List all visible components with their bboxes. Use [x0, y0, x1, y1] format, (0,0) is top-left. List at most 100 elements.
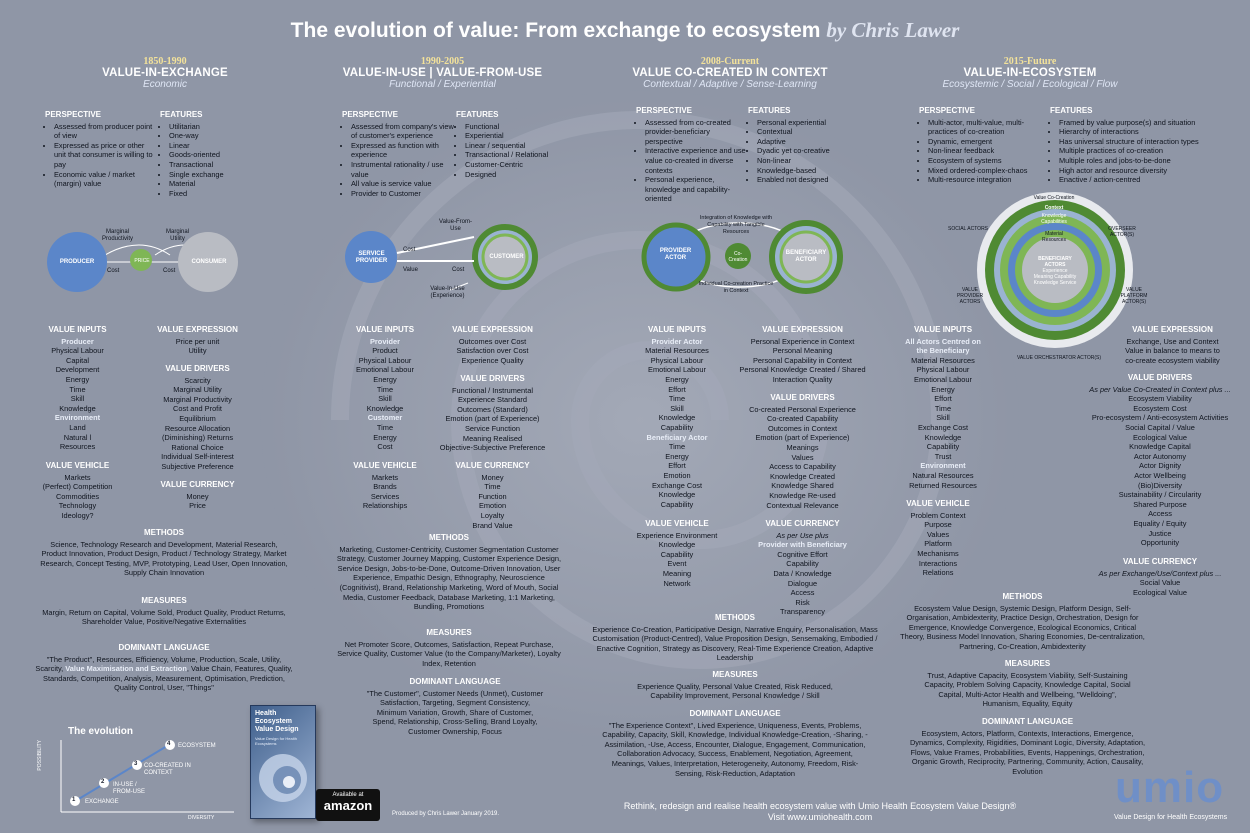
list-item: Economic value / market (margin) value — [54, 170, 155, 189]
overseer-label: OVERSEER ACTOR(S) — [1108, 226, 1136, 238]
measures-text: Margin, Return on Capital, Volume Sold, … — [42, 607, 286, 627]
list-item: Experience Quality — [461, 355, 524, 365]
producer-label: PRODUCER — [59, 259, 95, 265]
section-heading: VALUE INPUTS — [647, 325, 707, 334]
list-item: Capability — [926, 442, 960, 452]
list-item: Satisfaction over Cost — [456, 346, 529, 356]
list-item: Assessed from producer point of view — [54, 122, 155, 141]
social-actors-label: SOCIAL ACTORS — [948, 226, 989, 232]
list-item: Trust — [934, 451, 952, 461]
list-item: Mechanisms — [917, 548, 959, 558]
col3-perspective: PERSPECTIVE Assessed from co-created pro… — [636, 106, 746, 204]
customer-label: CUSTOMER — [489, 254, 524, 260]
list-item: Knowledge — [658, 413, 696, 423]
umio-logo[interactable]: umio — [1115, 763, 1225, 812]
section-heading: VALUE DRIVERS — [1127, 373, 1193, 382]
list-item: Time — [668, 394, 686, 404]
list-item: Co-created Personal Experience — [749, 404, 856, 414]
section-heading: FEATURES — [160, 110, 203, 119]
list-item: Adaptive — [757, 137, 848, 147]
list-item: Brands — [373, 482, 397, 492]
section-heading: MEASURES — [712, 670, 758, 679]
subheading: Provider with Beneficiary — [758, 540, 847, 550]
col2-features: FEATURES Functional Experiential Linear … — [456, 110, 561, 179]
era-name: VALUE-IN-ECOSYSTEM — [963, 67, 1097, 79]
subheading: Provider Actor — [651, 336, 703, 346]
list-item: Non-linear — [757, 156, 848, 166]
era-name: VALUE CO-CREATED IN CONTEXT — [632, 67, 828, 79]
list-item: Equilibrium — [179, 413, 216, 423]
evolution-step-number: 2 — [101, 779, 105, 785]
use-diagram — [345, 224, 538, 291]
list-item: Knowledge Shared — [771, 481, 834, 491]
provider-circle — [345, 231, 397, 283]
amazon-button[interactable]: Available at amazon — [316, 789, 380, 821]
exchange-diagram — [47, 232, 238, 292]
list-item: Multiple practices of co-creation — [1059, 146, 1220, 156]
subheading: All Actors Centred on the Beneficiary — [905, 336, 981, 356]
list-item: Ideology? — [61, 510, 94, 520]
methods-text: Marketing, Customer-Centricity, Customer… — [336, 544, 562, 612]
list-item: Meaning — [662, 568, 692, 578]
list-item: Capability — [660, 422, 694, 432]
drivers-intro: As per Value Co-Created in Context plus … — [1089, 384, 1231, 394]
section-heading: VALUE CURRENCY — [160, 480, 235, 489]
list-item: Experiential — [465, 131, 561, 141]
book-cover[interactable]: Health Ecosystem Value Design Value Desi… — [250, 705, 316, 819]
col1-value-drivers: VALUE DRIVERS Scarcity Marginal Utility … — [150, 364, 245, 472]
col1-dominant-language: DOMINANT LANGUAGE "The Product", Resourc… — [33, 643, 295, 693]
list-item: Effort — [934, 394, 952, 404]
list-item: Physical Labour — [51, 346, 104, 356]
list-item: Shared Purpose — [1133, 499, 1187, 509]
footer-link[interactable]: Visit www.umiohealth.com — [767, 812, 873, 822]
list-item: Instrumental rationality / use value — [351, 160, 457, 179]
evolution-xlabel: DIVERSITY — [188, 815, 215, 821]
list-item: (Perfect) Competition — [42, 482, 113, 492]
list-item: Knowledge Created — [770, 471, 835, 481]
list-item: Transparency — [780, 607, 825, 617]
methods-text: Science, Technology Research and Develop… — [40, 539, 288, 578]
list-item: Knowledge — [924, 432, 962, 442]
col1-value-currency: VALUE CURRENCY Money Price — [150, 480, 245, 511]
col4-methods: METHODS Ecosystem Value Design, Systemic… — [900, 592, 1145, 652]
list-item: Goods-oriented — [169, 150, 240, 160]
section-heading: METHODS — [1002, 592, 1043, 601]
list-item: Assessed from company's view of customer… — [351, 122, 457, 141]
col2-methods: METHODS Marketing, Customer-Centricity, … — [335, 533, 563, 612]
era-header-use: 1990-2005 VALUE-IN-USE | VALUE-FROM-USE … — [330, 56, 555, 90]
section-heading: DOMINANT LANGUAGE — [409, 677, 501, 686]
currency-intro: As per Exchange/Use/Context plus ... — [1098, 568, 1222, 578]
subheading: Producer — [61, 336, 94, 346]
col1-features: FEATURES Utilitarian One-way Linear Good… — [160, 110, 240, 198]
list-item: Expressed as price or other unit that co… — [54, 141, 155, 170]
list-item: Knowledge Re-used — [769, 490, 836, 500]
evolution-step-number: 3 — [134, 761, 138, 767]
list-item: Linear — [169, 141, 240, 151]
list-item: Natural l — [63, 432, 92, 442]
list-item: Transactional / Relational — [465, 150, 561, 160]
section-heading: VALUE EXPRESSION — [157, 325, 238, 334]
section-heading: METHODS — [144, 528, 184, 537]
list-item: Experience Standard — [457, 395, 528, 405]
list-item: Framed by value purpose(s) and situation — [1059, 118, 1220, 128]
col3-value-expression: VALUE EXPRESSION Personal Experience in … — [730, 325, 875, 385]
list-item: Function — [478, 491, 507, 501]
list-item: Knowledge-based — [757, 166, 848, 176]
list-item: Functional — [465, 122, 561, 132]
col4-dominant-language: DOMINANT LANGUAGE Ecosystem, Actors, Pla… — [905, 717, 1150, 777]
era-years: 1850-1990 — [143, 56, 187, 67]
list-item: Price per unit — [175, 336, 220, 346]
section-heading: VALUE DRIVERS — [165, 364, 230, 373]
col2-perspective: PERSPECTIVE Assessed from company's view… — [342, 110, 457, 198]
list-item: Opportunity — [1140, 538, 1180, 548]
value-from-use-label: Value-From-Use — [439, 219, 472, 232]
list-item: Cost and Profit — [173, 404, 222, 414]
list-item: Ecosystem Viability — [1128, 394, 1192, 404]
col1-value-inputs: VALUE INPUTS Producer Physical Labour Ca… — [40, 325, 115, 452]
era-header-exchange: 1850-1990 VALUE-IN-EXCHANGE Economic — [85, 56, 245, 90]
list-item: Energy — [373, 374, 397, 384]
section-heading: VALUE CURRENCY — [455, 461, 530, 470]
cost-label: Cost — [452, 267, 465, 273]
list-item: Platform — [924, 539, 952, 549]
list-item: Skill — [670, 403, 684, 413]
